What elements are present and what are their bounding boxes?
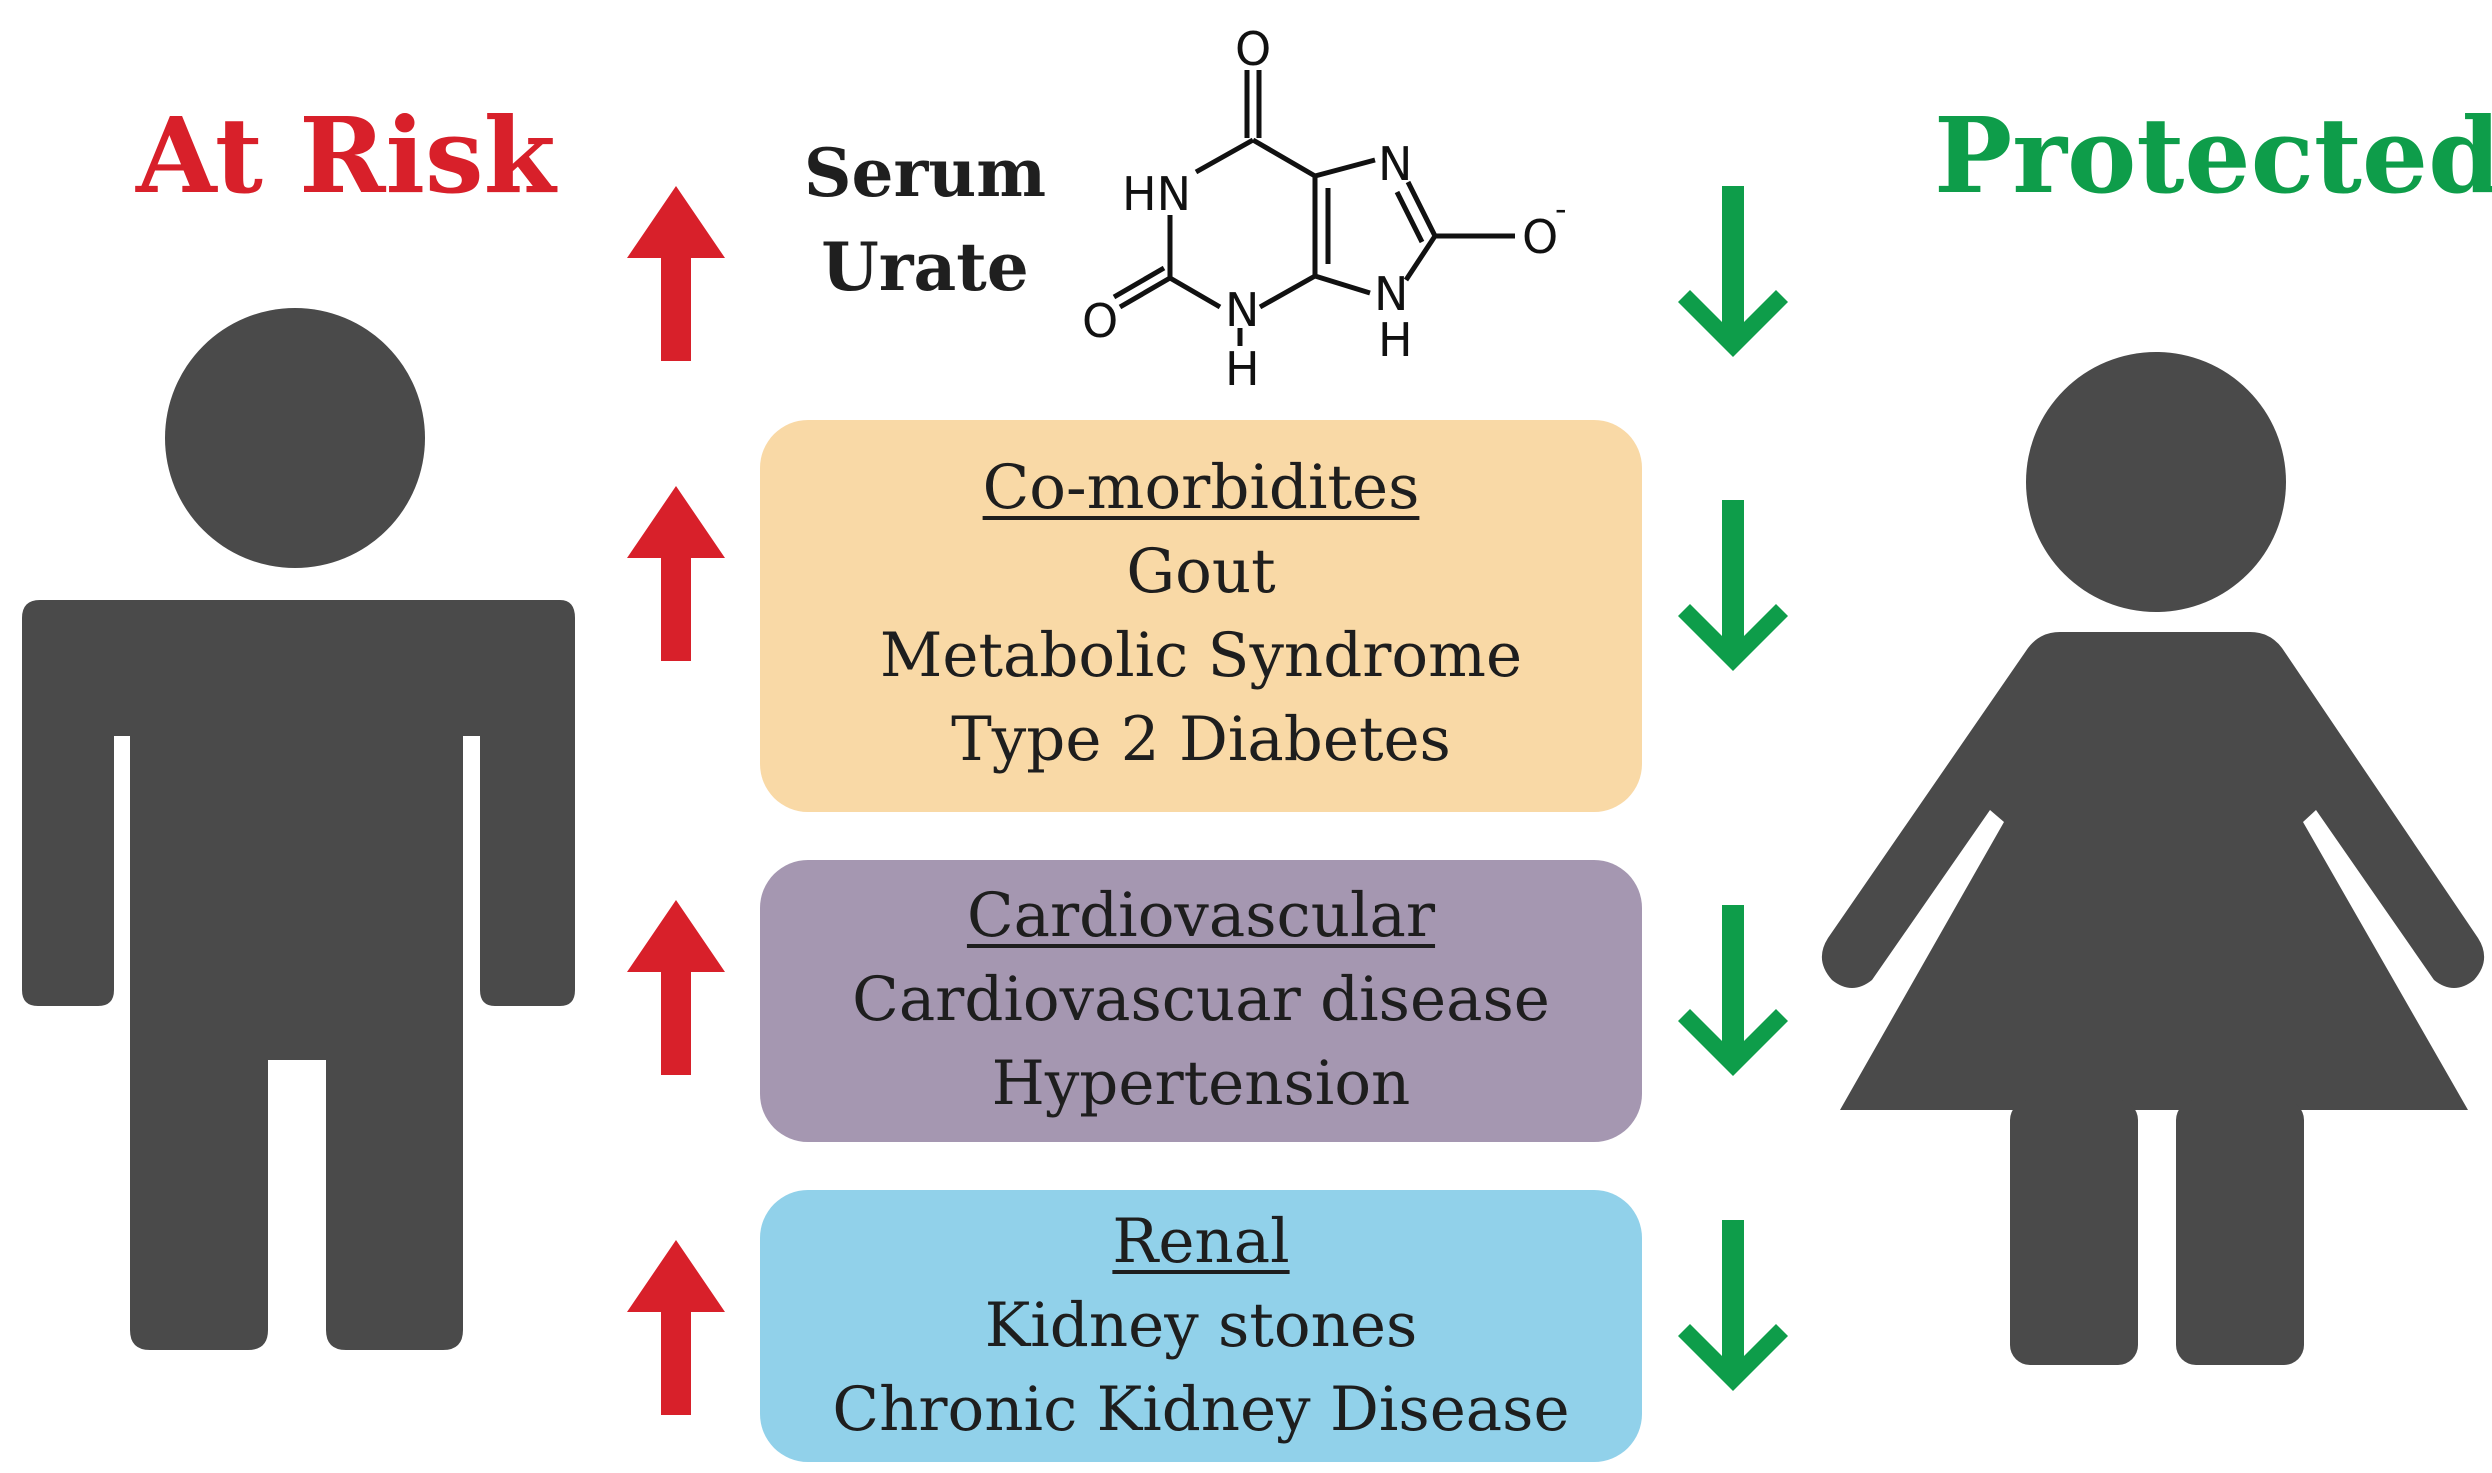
arrow-down-icon: [1678, 905, 1788, 1076]
arrow-up-icon: [627, 486, 725, 661]
atom-o-top: O: [1235, 22, 1271, 76]
charge-minus: -: [1555, 190, 1567, 228]
protected-heading: Protected: [1934, 94, 2492, 217]
cardiovascular-box: Cardiovascular Cardiovascuar disease Hyp…: [760, 860, 1642, 1142]
arrow-up-icon: [627, 1240, 725, 1415]
atom-h-lower-right: H: [1378, 313, 1413, 367]
atom-h-bottom: H: [1225, 342, 1260, 396]
renal-box: Renal Kidney stones Chronic Kidney Disea…: [760, 1190, 1642, 1462]
atom-o-bottom: O: [1082, 294, 1118, 348]
female-person-icon: [1821, 352, 2485, 1365]
arrow-down-icon: [1678, 186, 1788, 357]
urate-molecule-diagram: O HN N O - N H O N H: [1082, 22, 1567, 396]
serum-label: Serum: [803, 134, 1047, 212]
atom-n-lower: N: [1374, 267, 1408, 321]
renal-title: Renal: [1112, 1206, 1290, 1277]
serum-urate-label: Serum Urate: [760, 126, 1090, 314]
cardiovascular-item: Hypertension: [991, 1048, 1411, 1119]
renal-item: Chronic Kidney Disease: [832, 1374, 1570, 1445]
atom-o-minus: O: [1522, 210, 1558, 264]
comorbidity-item: Type 2 Diabetes: [951, 704, 1451, 775]
urate-label: Urate: [821, 228, 1029, 306]
arrow-up-icon: [627, 900, 725, 1075]
cardiovascular-item: Cardiovascuar disease: [852, 964, 1550, 1035]
comorbidity-item: Gout: [1126, 536, 1276, 607]
atom-n-bottom: N: [1225, 283, 1259, 337]
comorbidity-item: Metabolic Syndrome: [879, 620, 1523, 691]
arrow-down-icon: [1678, 1220, 1788, 1391]
at-risk-heading: At Risk: [136, 94, 556, 217]
arrow-up-icon: [627, 186, 725, 361]
atom-hn: HN: [1122, 167, 1191, 221]
comorbidities-title: Co-morbidites: [982, 452, 1420, 523]
atom-n-upper: N: [1378, 137, 1412, 191]
comorbidities-box: Co-morbidites Gout Metabolic Syndrome Ty…: [760, 420, 1642, 812]
male-person-icon: [22, 308, 575, 1350]
cardiovascular-title: Cardiovascular: [966, 880, 1436, 951]
arrow-down-icon: [1678, 500, 1788, 671]
renal-item: Kidney stones: [984, 1290, 1418, 1361]
